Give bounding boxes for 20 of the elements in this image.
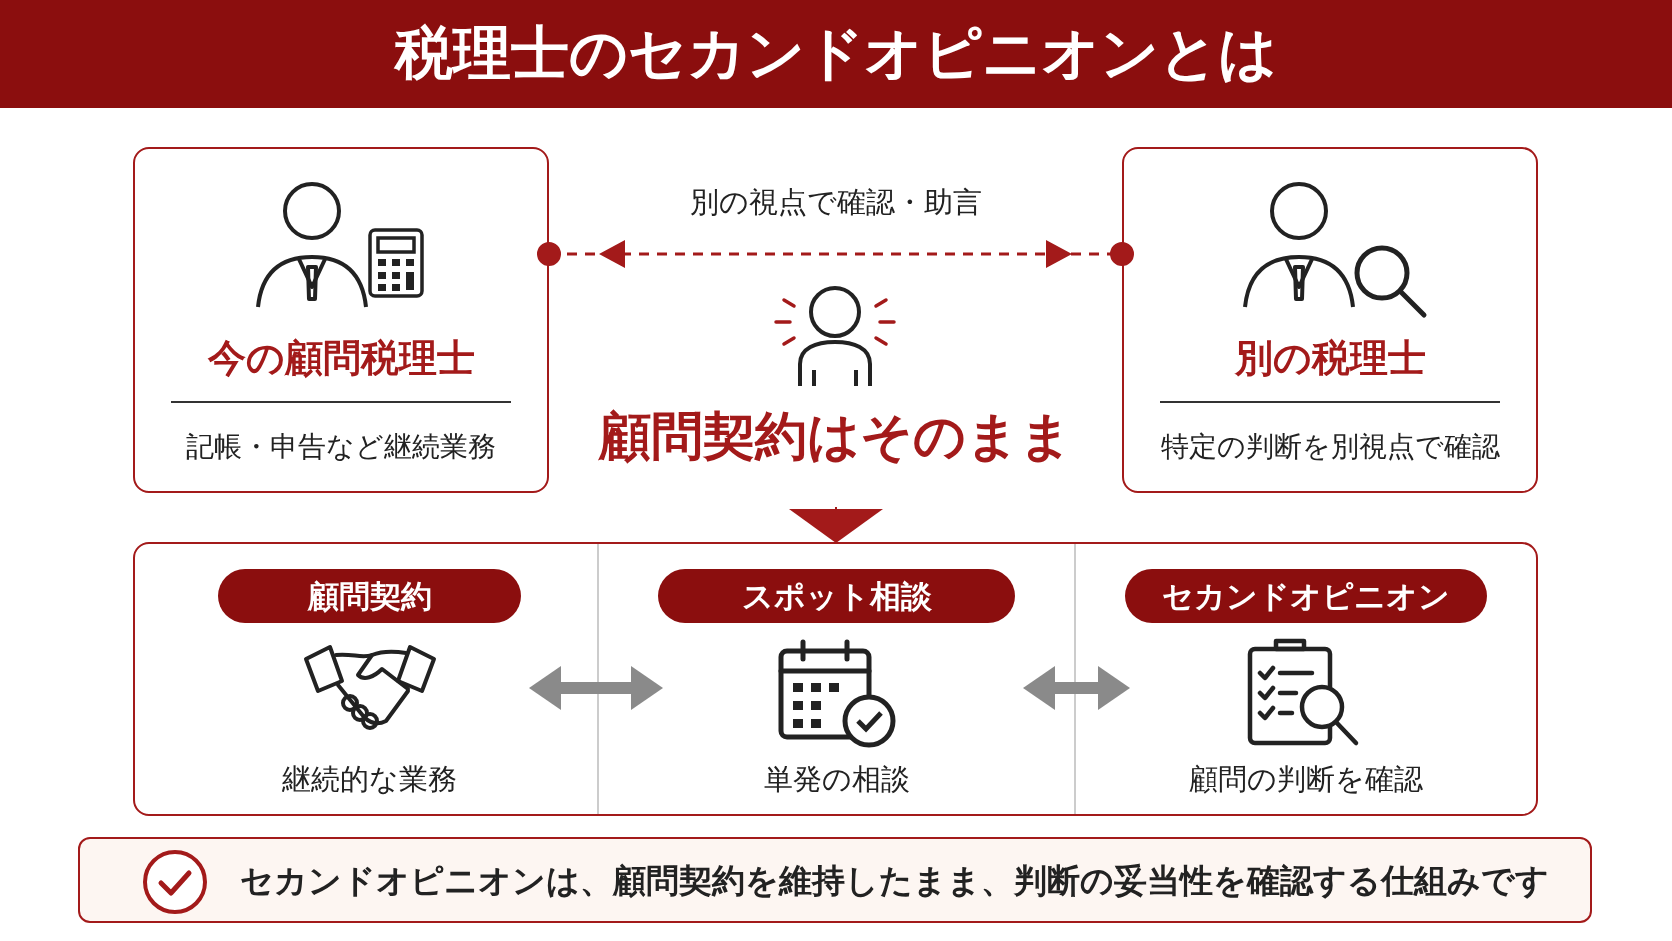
double-arrow bbox=[1023, 666, 1130, 710]
summary-text: セカンドオピニオンは、顧問契約を維持したまま、判断の妥当性を確認する仕組みです bbox=[240, 860, 1549, 902]
card-description: 特定の判断を別視点で確認 bbox=[1159, 429, 1501, 465]
heading-pill: スポット相談 bbox=[658, 569, 1015, 623]
advisor-card bbox=[133, 147, 549, 493]
advisor-card bbox=[1122, 147, 1538, 493]
column-description: 顧問の判断を確認 bbox=[1188, 761, 1424, 798]
column-description: 単発の相談 bbox=[762, 761, 911, 798]
card-heading: 別の税理士 bbox=[1233, 335, 1427, 382]
summary-banner bbox=[78, 837, 1592, 923]
down-arrow bbox=[789, 506, 883, 543]
heading-pill: 顧問契約 bbox=[218, 569, 521, 623]
comparison-panel bbox=[133, 542, 1538, 816]
column-description: 継続的な業務 bbox=[281, 761, 458, 798]
double-arrow bbox=[529, 666, 663, 710]
card-heading: 今の顧問税理士 bbox=[206, 335, 476, 382]
highlight-text: 顧問契約はそのまま bbox=[597, 405, 1073, 468]
card-description: 記帳・申告など継続業務 bbox=[185, 429, 497, 465]
title: 税理士のセカンドオピニオンとは bbox=[395, 19, 1277, 87]
heading-pill: セカンドオピニオン bbox=[1125, 569, 1487, 623]
